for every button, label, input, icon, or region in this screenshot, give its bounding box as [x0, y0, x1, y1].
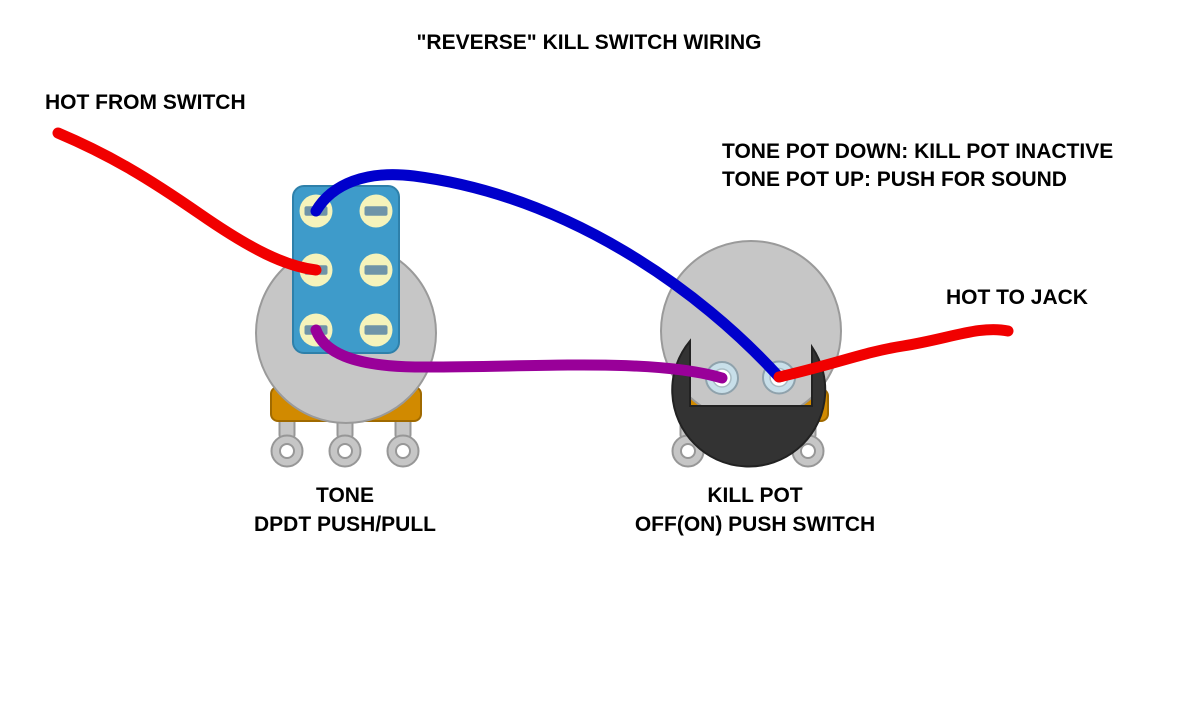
note-line-1: TONE POT DOWN: KILL POT INACTIVE	[722, 140, 1114, 163]
wire-purple-jumper	[310, 324, 728, 384]
note-line-2: TONE POT UP: PUSH FOR SOUND	[722, 168, 1067, 191]
tone-pot-type: DPDT PUSH/PULL	[253, 513, 436, 536]
hot-to-jack-label: HOT TO JACK	[946, 286, 1088, 309]
operation-note: TONE POT DOWN: KILL POT INACTIVE TONE PO…	[722, 138, 1113, 194]
dpdt-lug-slot	[364, 325, 388, 335]
kill-pot-name: KILL POT	[707, 484, 803, 507]
pot-leg	[328, 411, 362, 468]
kill-pot-label: KILL POT OFF(ON) PUSH SWITCH	[605, 481, 905, 539]
dpdt-lug-slot	[364, 206, 388, 216]
wire-blue-jumper	[310, 169, 785, 383]
tone-pot-label: TONE DPDT PUSH/PULL	[195, 481, 495, 539]
push-switch-knob	[671, 338, 827, 468]
wire-hot-from-switch	[52, 127, 322, 276]
wire-hot-to-jack	[773, 324, 1014, 383]
kill-pot-type: OFF(ON) PUSH SWITCH	[634, 513, 876, 536]
tone-pot-assembly	[255, 185, 437, 468]
dpdt-lug-slot	[364, 265, 388, 275]
hot-from-switch-label: HOT FROM SWITCH	[45, 91, 246, 114]
diagram-title: "REVERSE" KILL SWITCH WIRING	[416, 31, 762, 54]
pot-leg	[386, 411, 420, 468]
tone-pot-name: TONE	[316, 484, 374, 507]
